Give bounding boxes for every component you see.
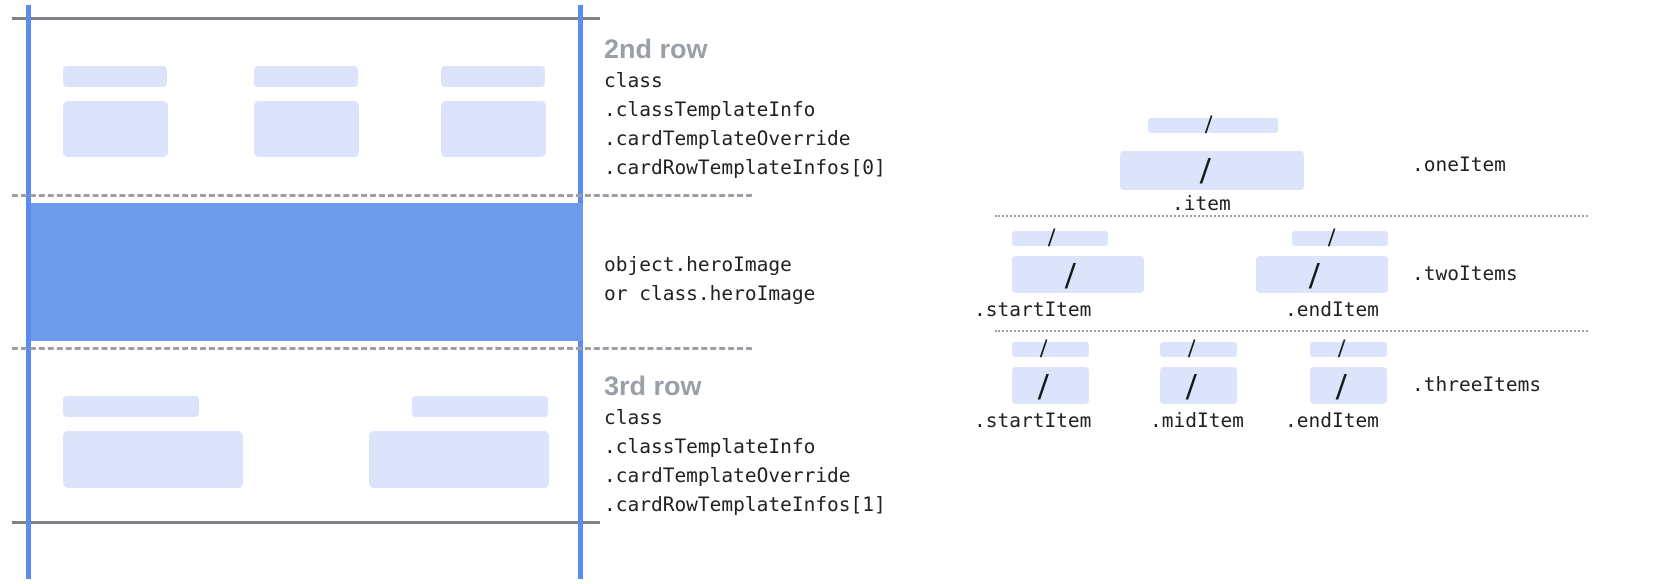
two-items-end-box-slash: / <box>1309 255 1320 297</box>
card-template-panel <box>0 0 752 584</box>
row2-col1-content-box <box>63 101 168 157</box>
three-items-mid-bar-slash: / <box>1188 334 1196 363</box>
row2-col1-label-bar <box>63 66 167 87</box>
row2-code-line-3: .cardTemplateOverride <box>604 127 851 150</box>
one-item-slot-label: .item <box>1172 192 1231 215</box>
two-items-group: / / .startItem / / .endItem .twoItems <box>960 0 1676 340</box>
hero-bottom-separator <box>12 347 752 350</box>
row2-code-line-4: .cardRowTemplateInfos[0] <box>604 156 886 179</box>
row3-col2-content-box <box>369 431 549 488</box>
two-three-separator <box>995 330 1588 332</box>
row3-code-line-2: .classTemplateInfo <box>604 435 816 458</box>
three-items-end-box <box>1310 367 1387 404</box>
two-items-end-bar <box>1292 231 1388 246</box>
hero-code-line-2: or class.heroImage <box>604 282 816 305</box>
one-two-separator <box>995 215 1588 217</box>
hero-top-separator <box>12 194 752 197</box>
two-items-start-box <box>1012 256 1144 293</box>
row3-col1-label-bar <box>63 396 199 417</box>
two-items-end-label: .endItem <box>1285 298 1379 321</box>
two-items-start-label: .startItem <box>974 298 1092 321</box>
two-items-group-label: .twoItems <box>1412 262 1518 285</box>
row3-col2-label-bar <box>412 396 548 417</box>
three-items-end-bar-slash: / <box>1338 334 1346 363</box>
row3-annotation: 3rd row class .classTemplateInfo .cardTe… <box>604 369 886 519</box>
row2-col2-label-bar <box>254 66 358 87</box>
two-items-start-bar <box>1012 231 1108 246</box>
row2-col3-content-box <box>441 101 546 157</box>
row3-col1-content-box <box>63 431 243 488</box>
row3-code-line-3: .cardTemplateOverride <box>604 464 851 487</box>
one-item-group: / / .item .oneItem <box>960 0 1676 215</box>
row3-title: 3rd row <box>604 371 702 401</box>
three-items-start-bar <box>1012 342 1089 357</box>
three-items-end-bar <box>1310 342 1387 357</box>
two-items-end-box <box>1256 256 1388 293</box>
one-item-bar-slash: / <box>1205 110 1213 139</box>
one-item-box-slash: / <box>1200 150 1211 192</box>
row3-code-line-4: .cardRowTemplateInfos[1] <box>604 493 886 516</box>
row3-code-line-1: class <box>604 406 663 429</box>
three-items-mid-box <box>1160 367 1237 404</box>
row2-col3-label-bar <box>441 66 545 87</box>
three-items-start-box-slash: / <box>1038 366 1049 408</box>
three-items-mid-bar <box>1160 342 1237 357</box>
three-items-end-box-slash: / <box>1336 366 1347 408</box>
two-items-start-box-slash: / <box>1065 255 1076 297</box>
card-bottom-rule <box>12 521 600 524</box>
three-items-group-label: .threeItems <box>1412 373 1542 396</box>
one-item-bar <box>1148 118 1278 133</box>
hero-image-band <box>31 203 583 341</box>
hero-code-line-1: object.heroImage <box>604 253 792 276</box>
hero-annotation: object.heroImage or class.heroImage <box>604 250 815 308</box>
two-items-start-bar-slash: / <box>1048 223 1056 252</box>
three-items-group: / / .startItem / / .midItem / / .endItem <box>960 0 1676 450</box>
card-top-rule <box>12 17 600 20</box>
card-left-guide <box>26 5 31 579</box>
row2-code-line-1: class <box>604 69 663 92</box>
three-items-start-box <box>1012 367 1089 404</box>
row2-title: 2nd row <box>604 34 708 64</box>
two-items-end-bar-slash: / <box>1328 223 1336 252</box>
one-item-group-label: .oneItem <box>1412 153 1506 176</box>
three-items-mid-label: .midItem <box>1150 409 1244 432</box>
three-items-start-bar-slash: / <box>1040 334 1048 363</box>
row2-code-line-2: .classTemplateInfo <box>604 98 816 121</box>
three-items-mid-box-slash: / <box>1186 366 1197 408</box>
three-items-end-label: .endItem <box>1285 409 1379 432</box>
row2-annotation: 2nd row class .classTemplateInfo .cardTe… <box>604 32 886 182</box>
three-items-start-label: .startItem <box>974 409 1092 432</box>
one-item-box <box>1120 151 1304 190</box>
row2-col2-content-box <box>254 101 359 157</box>
item-layout-panel: / / .item .oneItem / / .startItem / <box>960 0 1676 584</box>
